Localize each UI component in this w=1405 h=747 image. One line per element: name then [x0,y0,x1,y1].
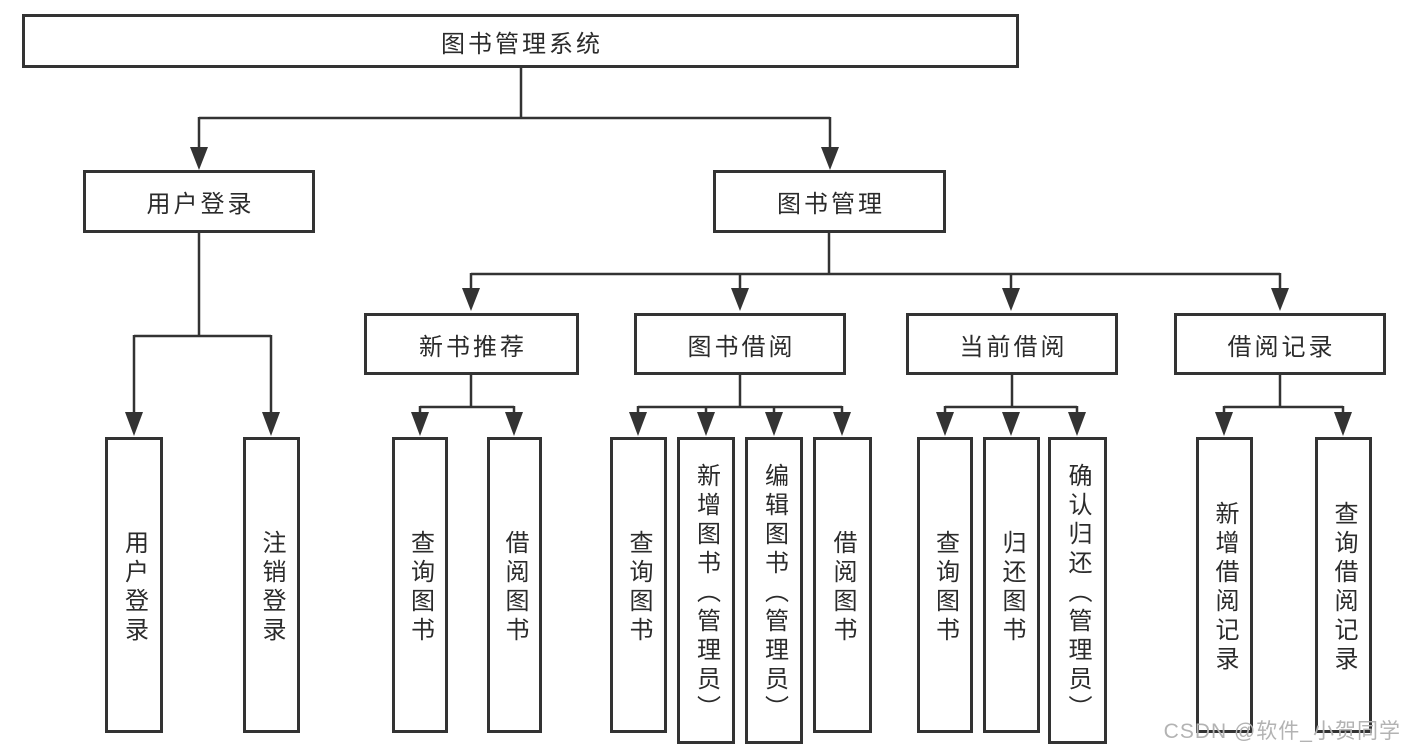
leaf-add-borrow-record: 新增借阅记录 [1196,437,1253,733]
leaf-borrow-books-recommend: 借阅图书 [487,437,542,733]
leaf-label: 借阅图书 [829,529,856,646]
node-user-login: 用户登录 [83,170,315,233]
node-book-management: 图书管理 [713,170,946,233]
leaf-user-login: 用户登录 [105,437,163,733]
node-new-book-recommendation: 新书推荐 [364,313,579,375]
leaf-label: 新增图书（管理员） [692,462,720,724]
leaf-query-books-borrowing: 查询图书 [610,437,667,733]
node-library-system: 图书管理系统 [22,14,1019,68]
leaf-label: 新增借阅记录 [1211,500,1238,675]
leaf-label: 编辑图书（管理员） [760,462,788,724]
leaf-add-book-admin: 新增图书（管理员） [677,437,735,744]
leaf-label: 归还图书 [998,529,1025,646]
watermark: CSDN @软件_小贺同学 [1163,720,1401,743]
leaf-edit-book-admin: 编辑图书（管理员） [745,437,803,744]
node-borrowing-records: 借阅记录 [1174,313,1386,375]
node-book-borrowing: 图书借阅 [634,313,846,375]
leaf-label: 借阅图书 [501,529,528,646]
leaf-borrow-books-borrowing: 借阅图书 [813,437,872,733]
leaf-query-borrow-record: 查询借阅记录 [1315,437,1372,733]
arrowheads [125,147,1352,436]
leaf-label: 注销登录 [258,529,285,646]
leaf-label: 查询图书 [625,529,652,646]
leaf-label: 用户登录 [120,529,148,646]
leaf-logout: 注销登录 [243,437,300,733]
leaf-query-books-current: 查询图书 [917,437,973,733]
node-current-borrowing: 当前借阅 [906,313,1118,375]
leaf-query-books-recommend: 查询图书 [392,437,448,733]
leaf-return-book: 归还图书 [983,437,1040,733]
leaf-confirm-return-admin: 确认归还（管理员） [1048,437,1107,744]
leaf-label: 确认归还（管理员） [1064,462,1091,724]
leaf-label: 查询借阅记录 [1330,500,1357,675]
leaf-label: 查询图书 [406,529,434,646]
leaf-label: 查询图书 [931,529,959,646]
